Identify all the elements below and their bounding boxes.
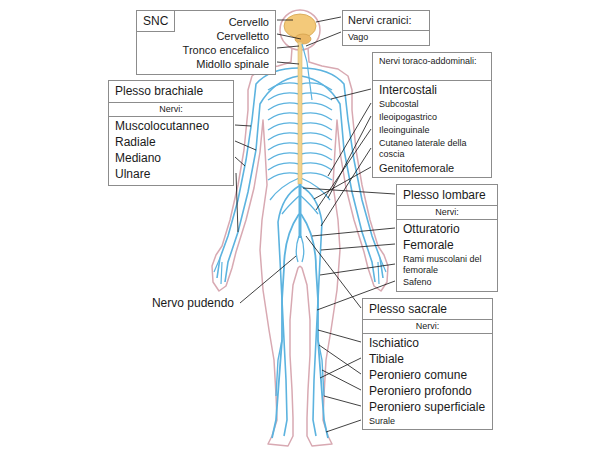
separator-line bbox=[109, 102, 233, 103]
nerve-name: Radiale bbox=[115, 135, 156, 149]
nerve-name: Femorale bbox=[403, 238, 454, 252]
separator-line bbox=[397, 219, 497, 220]
nerve-name: Midollo spinale bbox=[196, 57, 269, 71]
nerve-name: Tronco encefalico bbox=[183, 43, 269, 57]
group-heading: Nervi toraco-addominali: bbox=[379, 56, 483, 67]
nerve-name: Surale bbox=[369, 416, 395, 427]
nerve-name: Nervi: bbox=[159, 104, 183, 115]
separator-line bbox=[363, 319, 492, 320]
group-heading: SNC bbox=[137, 11, 175, 32]
nerve-group-box: Plesso brachialeNervi: MuscolocutanneoRad… bbox=[108, 80, 234, 186]
nerve-name: Ischiatico bbox=[369, 336, 419, 350]
nerve-group-box: Plesso lombareNervi: OtturatorioFemoraleR… bbox=[396, 184, 498, 292]
cerebellum bbox=[295, 34, 311, 44]
nerve-name: Ileoipogastrico bbox=[379, 112, 437, 123]
nerve-group-box: Nervi toraco-addominali: IntercostaliSubc… bbox=[372, 52, 492, 178]
nerve-name: Muscolocutanneo bbox=[115, 119, 209, 133]
nerve-name: Safeno bbox=[403, 277, 432, 288]
separator-line bbox=[343, 30, 429, 31]
spinal-cord bbox=[298, 42, 302, 184]
separator-line bbox=[109, 116, 233, 117]
nerve-group-box: SNC CervelloCervellettoTronco encefalicoM… bbox=[136, 10, 276, 75]
group-heading: Plesso brachiale bbox=[115, 84, 203, 98]
nerve-name: Peroniero profondo bbox=[369, 384, 472, 398]
group-heading: Nervi cranici: bbox=[348, 13, 412, 27]
nerve-name: Intercostali bbox=[379, 83, 437, 97]
nerve-name: Peroniero comune bbox=[369, 368, 467, 382]
separator-line bbox=[363, 333, 492, 334]
nerve-name: Cervello bbox=[229, 15, 269, 29]
nerve-name: Genitofemorale bbox=[379, 161, 454, 175]
nerve-name: Peroniero superficiale bbox=[369, 400, 485, 414]
nerve-name: Vago bbox=[348, 32, 368, 43]
vagus-nerve bbox=[302, 44, 312, 100]
nerve-name: Otturatorio bbox=[403, 222, 460, 236]
nerve-label: Nervo pudendo bbox=[150, 296, 236, 310]
nerve-name: Cervelletto bbox=[216, 29, 269, 43]
nerve-group-box: Nervi cranici: Vago bbox=[342, 10, 430, 46]
nerve-name: Nervi: bbox=[416, 321, 440, 332]
nerve-name: Cutaneo laterale della coscia bbox=[379, 138, 483, 160]
nerve-name: Tibiale bbox=[369, 352, 404, 366]
nerve-name: Rami muscolani del femorale bbox=[403, 254, 491, 276]
group-heading: Plesso lombare bbox=[403, 188, 486, 202]
nerve-name: Subcostal bbox=[379, 99, 419, 110]
nerve-name: Nervi: bbox=[435, 207, 459, 218]
nerve-group-box: Plesso sacraleNervi: IschiaticoTibialePer… bbox=[362, 298, 493, 430]
nerve-name: Ulnare bbox=[115, 167, 150, 181]
cauda-equina bbox=[299, 184, 302, 238]
nerve-name: Mediano bbox=[115, 151, 161, 165]
nerve-name: Ileoinguinale bbox=[379, 125, 430, 136]
separator-line bbox=[373, 80, 491, 81]
separator-line bbox=[397, 205, 497, 206]
group-heading: Plesso sacrale bbox=[369, 302, 447, 316]
